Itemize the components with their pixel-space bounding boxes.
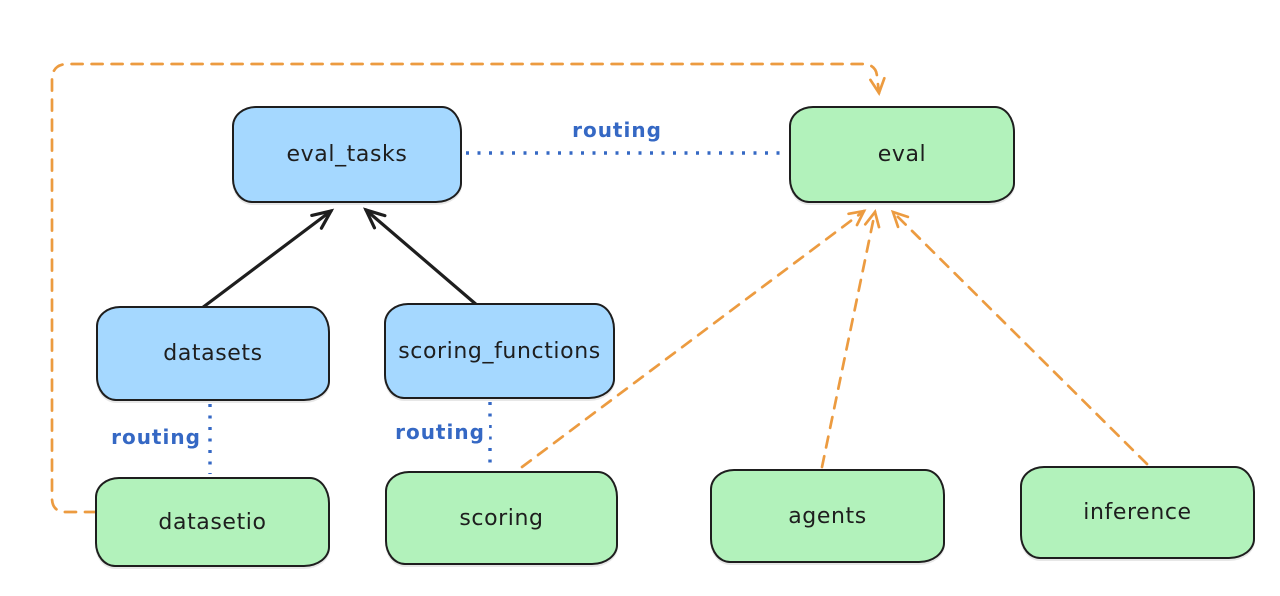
node-agents-label: agents — [788, 503, 867, 529]
node-eval-label: eval — [877, 142, 927, 167]
edge-agents-to-eval — [820, 209, 881, 469]
node-eval[interactable]: eval — [789, 106, 1015, 203]
edge-label-routing-scoring: routing — [391, 420, 489, 444]
edge-scoring-functions-to-eval-tasks — [363, 207, 480, 308]
node-scoring-functions-label: scoring_functions — [398, 338, 601, 364]
node-eval-tasks-label: eval_tasks — [286, 142, 408, 167]
node-scoring-label: scoring — [459, 505, 544, 531]
node-scoring[interactable]: scoring — [385, 471, 618, 565]
node-scoring-functions[interactable]: scoring_functions — [384, 303, 615, 399]
node-inference[interactable]: inference — [1020, 466, 1255, 559]
node-datasetio[interactable]: datasetio — [95, 477, 330, 567]
edge-label-routing-datasetio: routing — [107, 425, 205, 449]
edge-datasets-to-eval-tasks — [200, 208, 335, 310]
node-eval-tasks[interactable]: eval_tasks — [232, 106, 462, 203]
node-datasets[interactable]: datasets — [96, 306, 330, 401]
node-inference-label: inference — [1083, 500, 1192, 525]
edge-inference-to-eval — [890, 209, 1149, 466]
node-datasets-label: datasets — [163, 341, 263, 366]
node-agents[interactable]: agents — [710, 469, 945, 563]
edge-label-routing-horizontal: routing — [568, 118, 666, 142]
node-datasetio-label: datasetio — [158, 509, 267, 535]
